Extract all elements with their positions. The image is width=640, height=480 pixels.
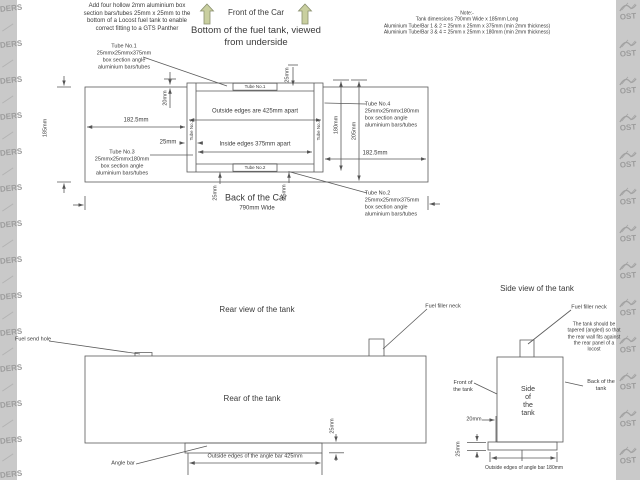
rear-view-title: Rear view of the tank [219, 305, 295, 314]
front-of-tank-label: Front of the tank [453, 380, 473, 393]
car-logo-icon [619, 113, 637, 123]
back-of-tank-label: Back of the tank [587, 379, 615, 392]
fuel-send-hole-shape [134, 352, 153, 356]
watermark-tile: OST [616, 38, 640, 59]
rear-filler-neck-shape [368, 338, 385, 356]
car-logo-icon [619, 2, 637, 12]
dim-25-left: 25mm [159, 139, 177, 146]
car-logo-icon [619, 261, 637, 271]
up-arrow-icon [199, 3, 215, 25]
side-filler-neck-label: Fuel filler neck [571, 304, 607, 311]
dim-182-right: 182.5mm [362, 150, 388, 157]
watermark-tile: OST [616, 408, 640, 429]
side-filler-neck-shape [519, 339, 535, 357]
tube1-tag-box [232, 82, 278, 91]
watermark-tile: OST [616, 334, 640, 355]
fuel-send-hole-label: Fuel send hole [14, 336, 52, 343]
watermark-tile: OST [616, 186, 640, 207]
side-of-tank-label: Side of the tank [520, 385, 536, 418]
tube2-tag: Tube No.2 [244, 164, 266, 170]
watermark-tile: OST [616, 75, 640, 96]
watermark-tile: OST [616, 260, 640, 281]
tank-dimensions-note: Note:- Tank dimensions 790mm Wide x 185m… [383, 10, 551, 36]
tube3-tag: Tube No.3 [188, 119, 194, 141]
dim-25-top: 25mm [284, 67, 291, 83]
dim-20-top: 20mm [162, 90, 169, 106]
front-of-car-label: Front of the Car [227, 8, 285, 17]
side-dim-180: Outside edges of angle bar 180mm [484, 464, 564, 471]
watermark-tile: OST [616, 112, 640, 133]
up-arrow-icon [297, 3, 313, 25]
watermark-tile: OST [616, 445, 640, 466]
back-of-car-label: Back of the Car [224, 192, 288, 203]
watermark-tile: OST [616, 1, 640, 22]
rear-angle-bar-rect [184, 442, 323, 454]
dim-outside-425: Outside edges are 425mm apart [211, 108, 299, 115]
side-angle-bar-rect [487, 441, 558, 451]
tube1-callout: Tube No.1 25mmx25mmx375mm box section an… [96, 43, 152, 70]
car-logo-icon [619, 224, 637, 234]
car-logo-icon [619, 76, 637, 86]
dim-inside-375: Inside edges 375mm apart [219, 141, 291, 148]
side-dim-20: 20mm [466, 416, 482, 423]
rear-dim-25: 25mm [329, 418, 336, 434]
car-logo-icon [619, 187, 637, 197]
watermark-tile: OST [616, 223, 640, 244]
angle-bar-label: Angle bar [111, 460, 135, 467]
tube4-callout: Tube No.4 25mmx25mmx180mm box section an… [364, 101, 420, 128]
taper-note: The tank should be tapered (angled) so t… [567, 321, 621, 353]
rear-filler-neck-label: Fuel filler neck [425, 303, 461, 310]
side-view-title: Side view of the tank [500, 284, 574, 293]
car-logo-icon [619, 298, 637, 308]
rear-dim-425: Outside edges of the angle bar 425mm [207, 453, 303, 460]
tube1-tag: Tube No.1 [244, 83, 266, 89]
tube3-callout: Tube No.3 25mmx25mmx180mm box section an… [94, 149, 150, 176]
rear-of-tank-label: Rear of the tank [223, 394, 281, 403]
watermark-tile: OST [616, 371, 640, 392]
car-logo-icon [619, 150, 637, 160]
watermark-tile: OST [616, 297, 640, 318]
tank-width-label: 790mm Wide [239, 205, 275, 212]
car-logo-icon [619, 39, 637, 49]
car-logo-icon [619, 335, 637, 345]
watermark-tile: OST [616, 149, 640, 170]
car-logo-icon [619, 409, 637, 419]
dim-180-right: 180mm [333, 115, 340, 135]
instruction-note: Add four hollow 2mm aluminium box sectio… [83, 3, 191, 32]
dim-182-left: 182.5mm [123, 117, 149, 124]
watermark-strip-right: OST OST OST OST OST OST OST OST OST OST … [616, 0, 640, 480]
car-logo-icon [619, 372, 637, 382]
dim-185-left: 185mm [42, 118, 49, 138]
tube-frame-rect [186, 82, 324, 173]
tube2-callout: Tube No.2 25mmx25mmx375mm box section an… [364, 190, 420, 217]
drawing-title: Bottom of the fuel tank, viewed from und… [191, 25, 321, 48]
tube2-tag-box [232, 163, 278, 172]
car-logo-icon [619, 446, 637, 456]
dim-205-right: 205mm [351, 121, 358, 141]
dim-25-bottom-1: 25mm [212, 185, 219, 201]
watermark-strip-left: DERS DERS DERS DERS DERS DERS DERS DERS … [0, 0, 23, 480]
side-dim-25: 25mm [455, 441, 462, 457]
tube4-tag: Tube No.4 [315, 119, 321, 141]
